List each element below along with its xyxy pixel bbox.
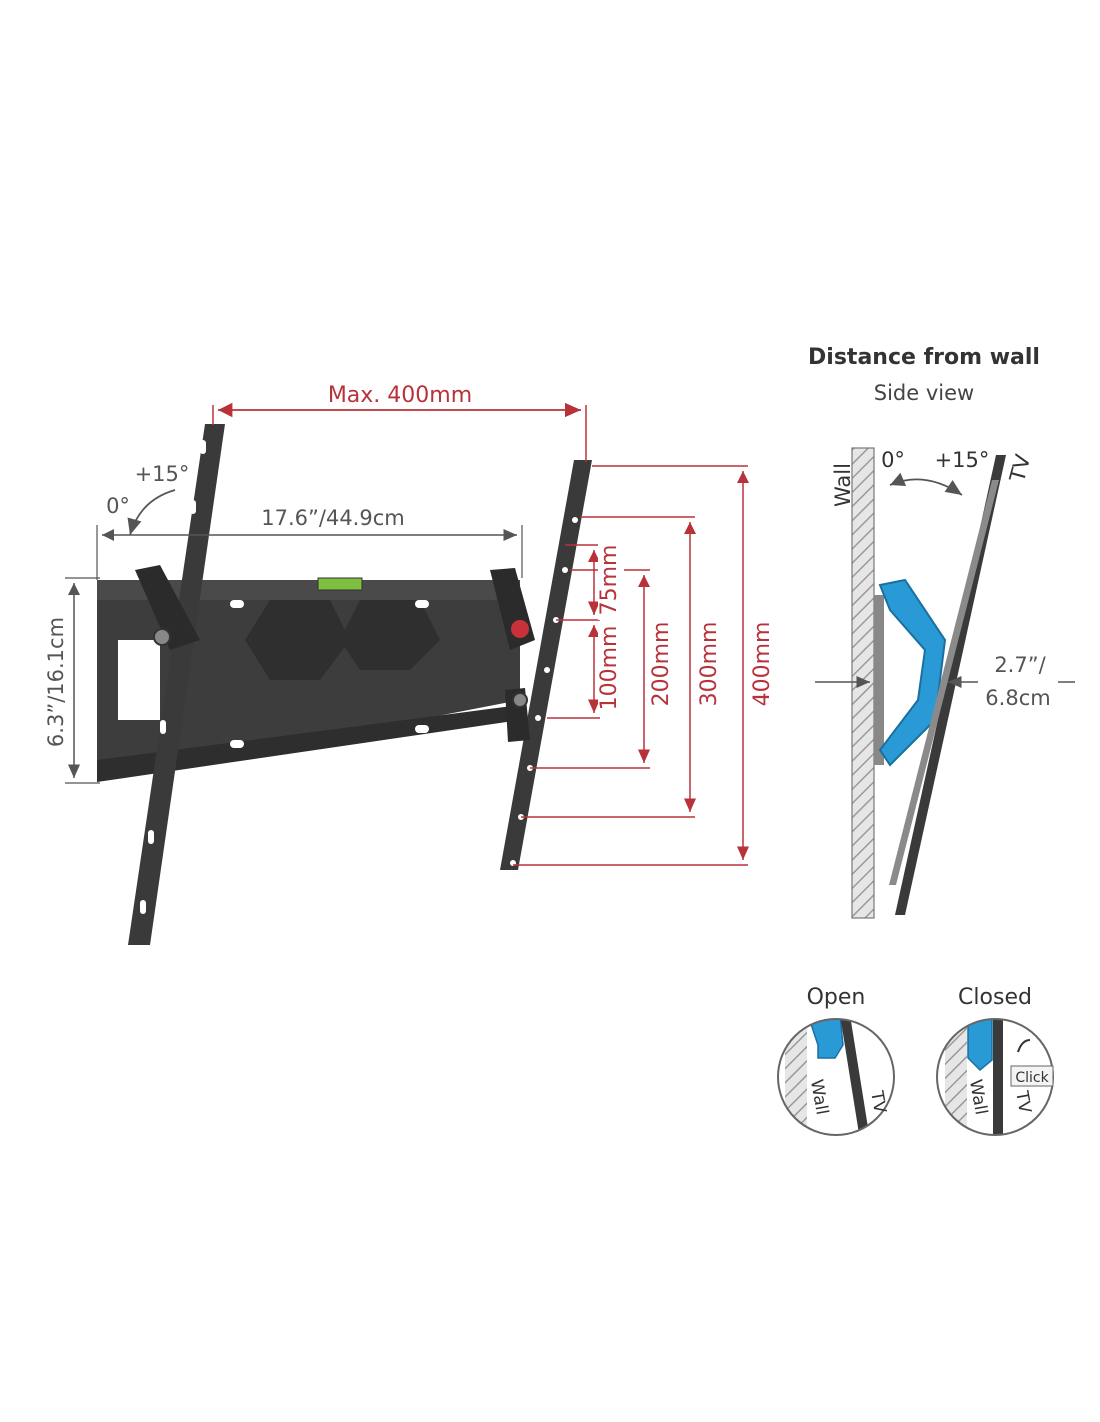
side-tv-label: TV [1005, 451, 1036, 485]
side-wall-label: Wall [831, 463, 855, 507]
lock-open-detail: Wall TV [777, 1018, 895, 1136]
open-tv-label: TV [866, 1089, 890, 1116]
side-view-diagram: Wall TV 0° +15° 2.7”/ 6.8cm [815, 447, 1075, 919]
open-label: Open [807, 985, 866, 1010]
vesa-400-label: 400mm [750, 622, 775, 707]
tilt-indicator: +15° 0° [106, 462, 190, 536]
spirit-level [317, 577, 363, 591]
lock-closed-detail: Click Wall TV [936, 1018, 1054, 1136]
side-view-title: Distance from wall [808, 345, 1040, 370]
vesa-100-label: 100mm [597, 626, 622, 711]
plate-width-label: 17.6”/44.9cm [261, 506, 404, 530]
click-label: Click [1015, 1070, 1049, 1086]
tilt-zero-label: 0° [106, 494, 130, 518]
dim-plate-width: 17.6”/44.9cm [96, 505, 523, 580]
closed-tv-label: TV [1011, 1089, 1035, 1116]
side-angle-zero: 0° [881, 448, 905, 472]
vesa-200-label: 200mm [649, 622, 674, 707]
wall-plate [97, 577, 520, 782]
tilt-max-label: +15° [135, 462, 190, 486]
vesa-75-label: 75mm [597, 545, 622, 616]
left-arm [128, 424, 225, 945]
dim-max-width: Max. 400mm [212, 383, 587, 462]
side-view-subtitle: Side view [874, 381, 974, 405]
bracket-main-view [97, 424, 592, 945]
blue-tilt-arm [878, 578, 947, 767]
dim-plate-height: 6.3”/16.1cm [40, 577, 100, 784]
vesa-300-label: 300mm [697, 622, 722, 707]
lock-knob [511, 620, 529, 638]
wall [851, 447, 875, 919]
plate-height-label: 6.3”/16.1cm [44, 617, 68, 747]
side-distance-line2: 6.8cm [985, 686, 1050, 710]
closed-label: Closed [958, 985, 1032, 1010]
closed-arrow-icon [1017, 1039, 1031, 1053]
side-angle-max: +15° [935, 448, 990, 472]
max-width-label: Max. 400mm [328, 383, 472, 408]
right-arm [500, 460, 592, 870]
side-distance-line1: 2.7”/ [994, 653, 1046, 677]
left-hinge [135, 565, 200, 650]
